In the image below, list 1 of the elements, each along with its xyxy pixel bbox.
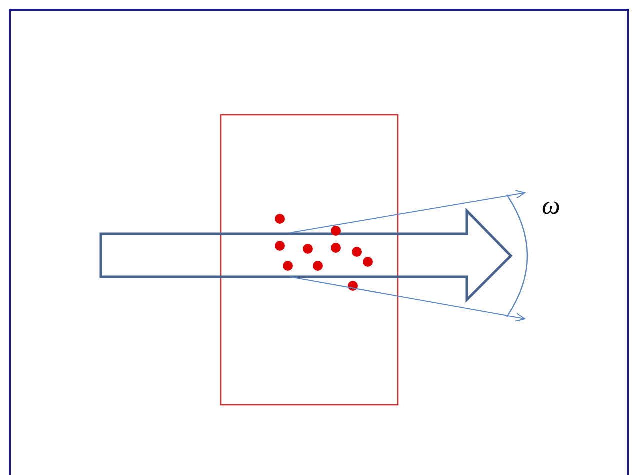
angle-label: ω xyxy=(542,193,560,219)
